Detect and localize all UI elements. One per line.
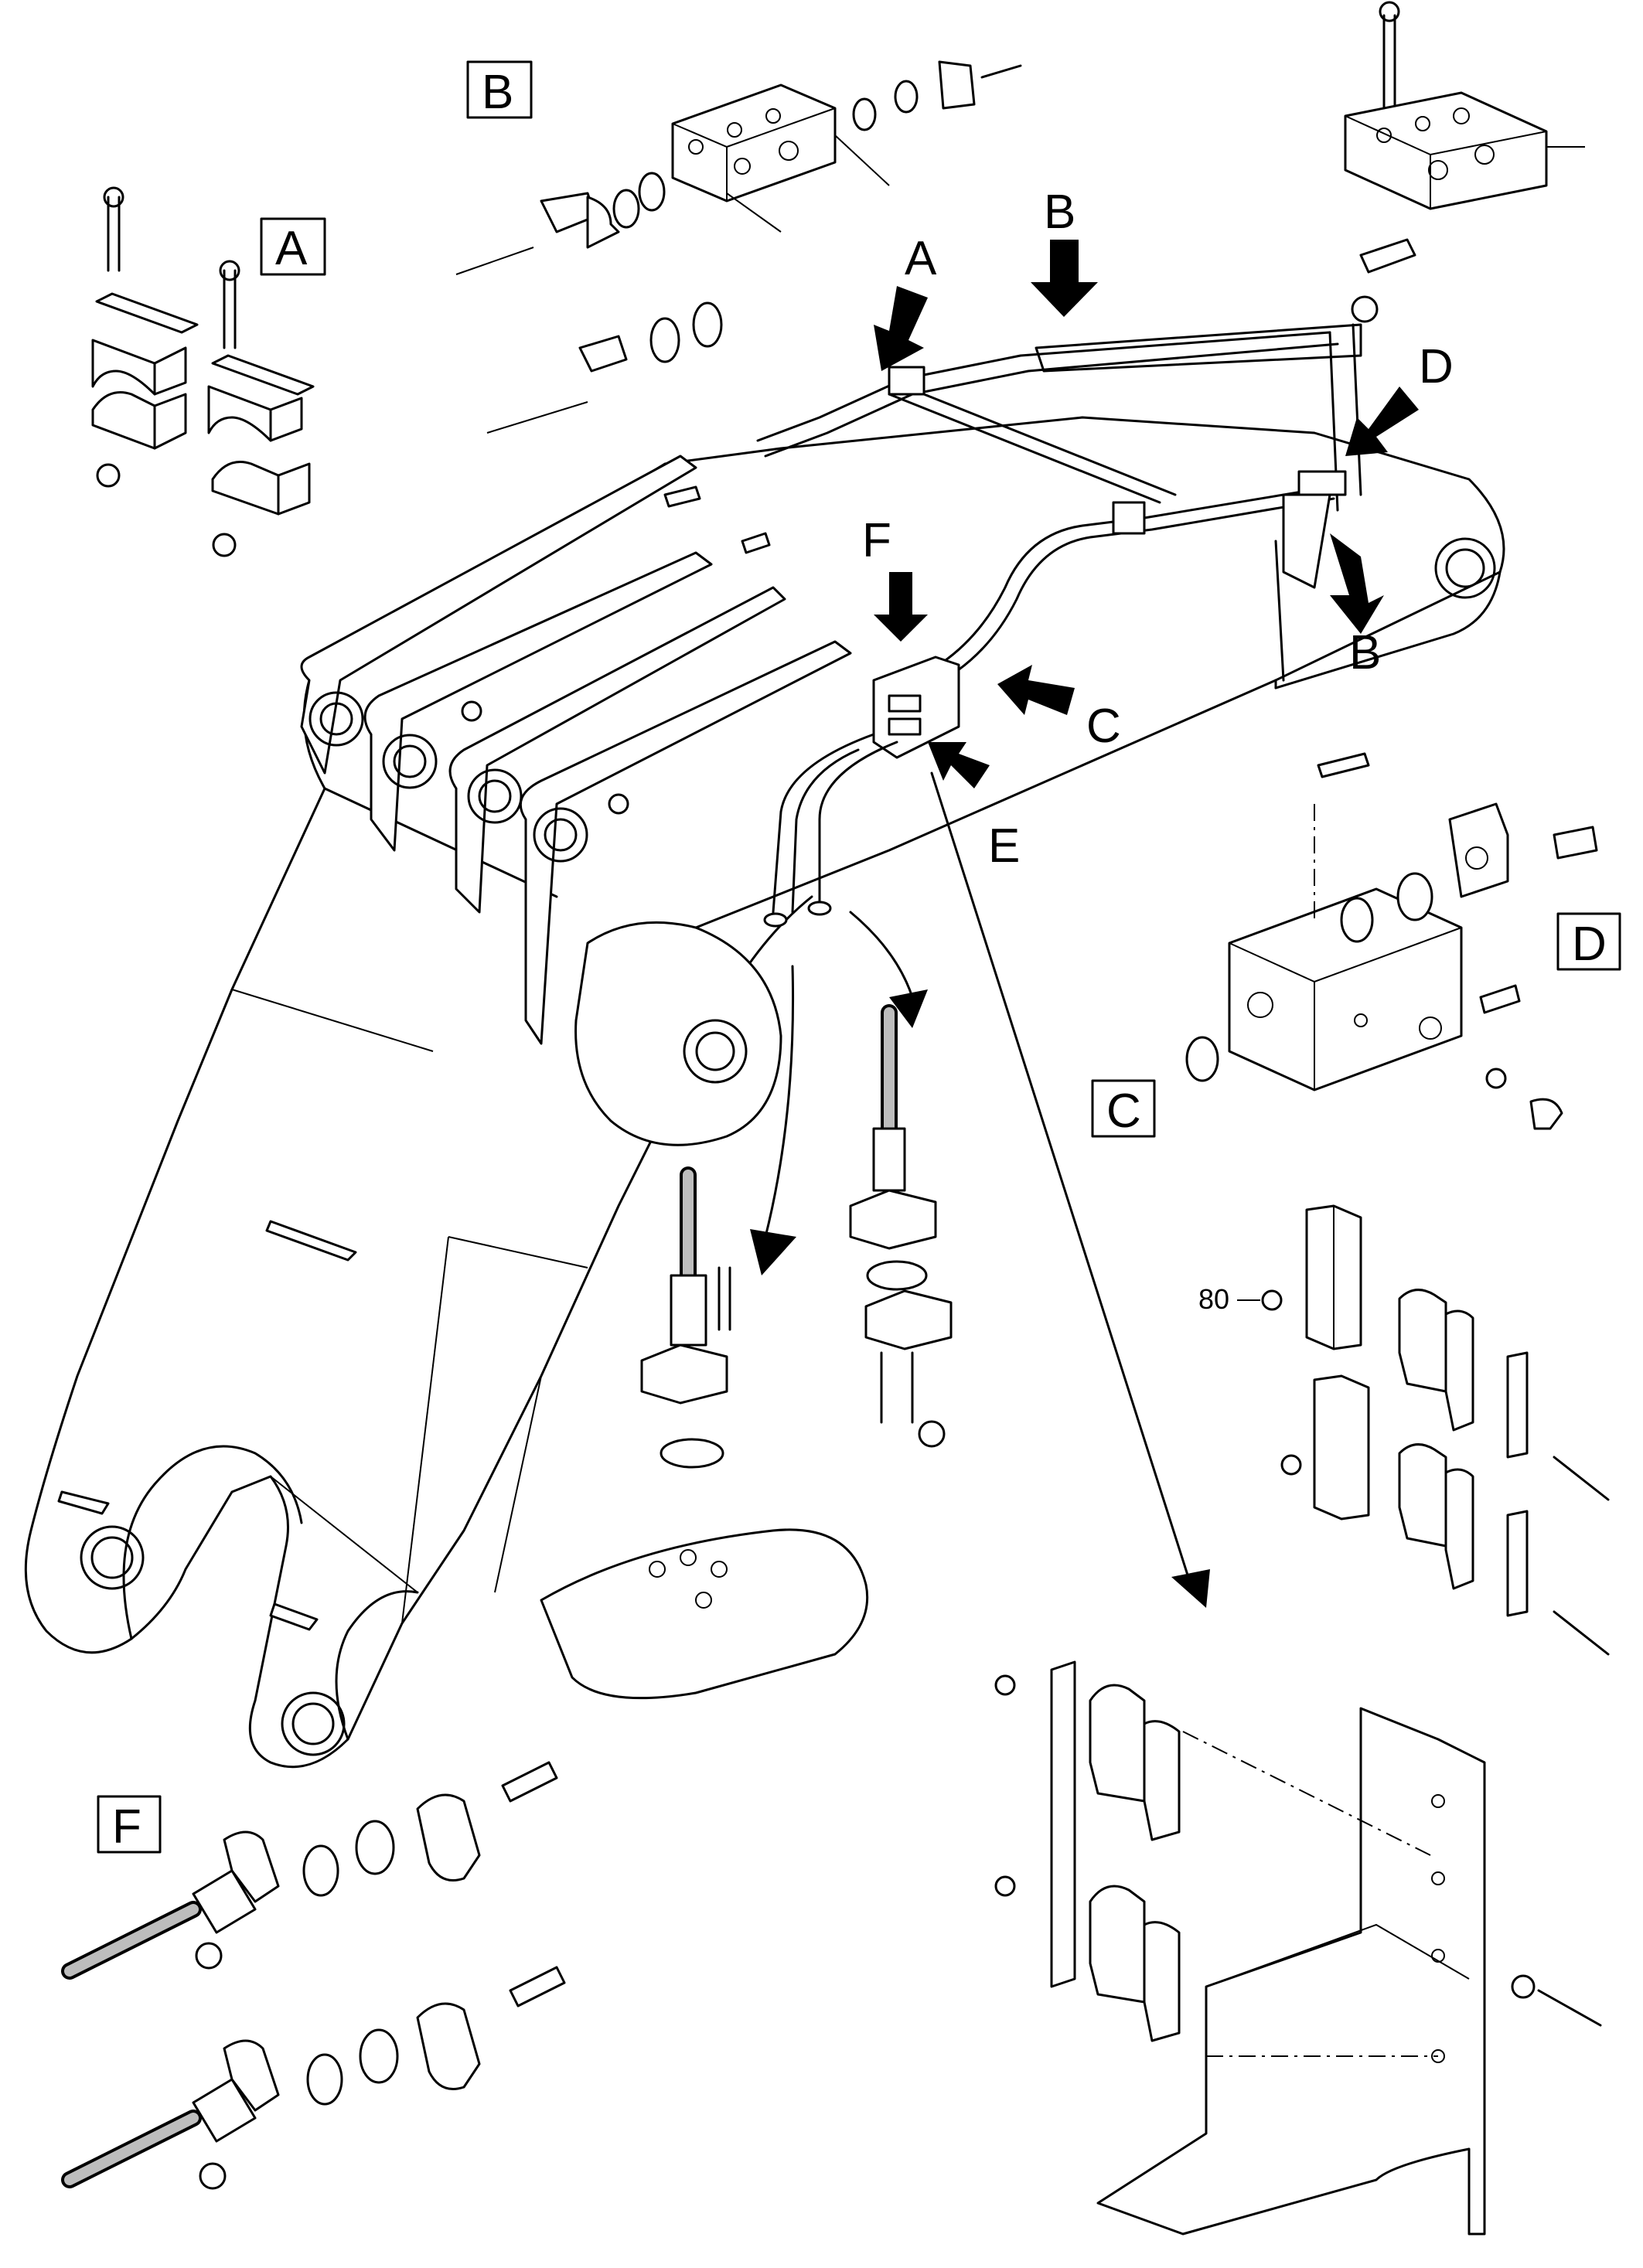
callout-arrows [750, 771, 1210, 1608]
callout-c: C [1086, 700, 1121, 753]
detail-box-b-label: B [482, 66, 513, 119]
arrow-a [874, 286, 928, 371]
arrow-f [874, 572, 928, 642]
detail-b: B [455, 60, 1022, 434]
arrow-b-right [1330, 533, 1384, 634]
clamp-brackets: 80 [1198, 1204, 1610, 1656]
arrow-b-top [1031, 240, 1098, 317]
callout-d: D [1419, 340, 1454, 393]
callout-f: F [862, 514, 891, 567]
detail-box-c-label: C [1106, 1085, 1141, 1138]
boom-lug-plates [300, 455, 852, 1045]
arrow-e [928, 742, 990, 788]
arrow-c [997, 665, 1075, 715]
detail-top-right-plate [1344, 1, 1585, 323]
callout-e: E [988, 819, 1020, 873]
callout-b-right: B [1349, 626, 1381, 679]
detail-box-a-label: A [275, 222, 308, 275]
detail-box-d-label: D [1572, 918, 1607, 971]
detail-a: A [91, 186, 326, 557]
boom-arm [24, 416, 1505, 1769]
arrow-d [1345, 387, 1419, 456]
detail-c-d: D C [1091, 752, 1621, 1138]
part-number-80: 80 [1198, 1283, 1229, 1315]
callout-solid-arrows [874, 240, 1419, 788]
callout-b-top: B [1044, 186, 1075, 239]
pipe-routing [756, 323, 1362, 928]
callout-a: A [905, 232, 937, 285]
hose-end-details [540, 1004, 953, 1700]
detail-box-f-label: F [112, 1800, 141, 1854]
bottom-right-bracket [994, 1660, 1602, 2236]
detail-f: F [61, 1761, 566, 2190]
